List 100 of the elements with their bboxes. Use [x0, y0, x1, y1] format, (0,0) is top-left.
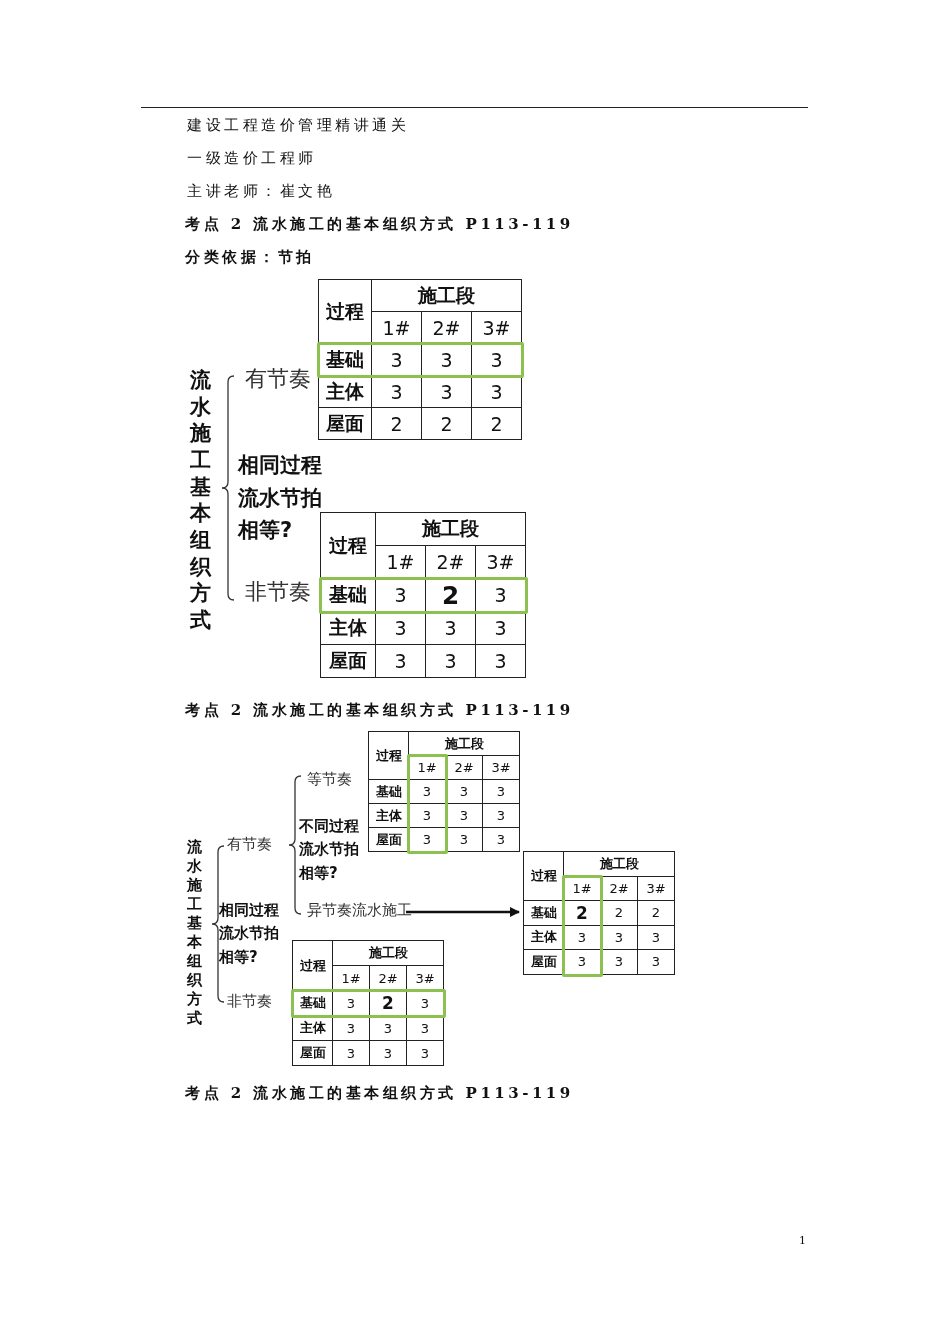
table-cell: 2 [601, 901, 638, 926]
branch-label: 非节奏 [245, 579, 311, 606]
text-line: 建设工程造价管理精讲通关 [187, 115, 409, 135]
header-cell: 主体 [524, 925, 564, 950]
text-line: 分类依据：节拍 [185, 247, 315, 267]
data-table [318, 279, 522, 440]
table-cell: 3 [370, 1041, 407, 1066]
table-cell: 3 [376, 579, 426, 612]
header-cell: 施工段 [372, 280, 522, 312]
vertical-title: 流水施工基本组织方式 [190, 367, 211, 634]
branch-label: 有节奏 [227, 835, 272, 853]
table-cell: 3 [376, 645, 426, 678]
table-cell: 2 [472, 408, 522, 440]
header-cell: 基础 [369, 780, 409, 804]
header-cell: 基础 [319, 344, 372, 376]
header-cell: 过程 [319, 280, 372, 344]
branch-label: 非节奏 [227, 992, 272, 1010]
question-label: 相同过程流水节拍相等? [219, 900, 280, 968]
table-cell: 2 [422, 408, 472, 440]
page-number: 1 [799, 1233, 806, 1249]
table-cell: 3 [372, 376, 422, 408]
header-cell: 主体 [319, 376, 372, 408]
table-cell: 3 [409, 804, 446, 828]
table-cell: 3# [638, 876, 675, 901]
table-cell: 3 [407, 1016, 444, 1041]
table-cell: 3 [446, 804, 483, 828]
header-cell: 屋面 [369, 828, 409, 852]
question-label: 不同过程流水节拍相等? [299, 816, 360, 884]
table-cell: 1# [376, 546, 426, 579]
branch-label: 有节奏 [245, 366, 311, 393]
header-cell: 主体 [293, 1016, 333, 1041]
table-cell: 3 [446, 828, 483, 852]
table-cell: 3 [407, 1041, 444, 1066]
table-cell: 1# [564, 876, 601, 901]
table-cell: 2# [426, 546, 476, 579]
table-cell: 3 [370, 1016, 407, 1041]
table-cell: 3 [601, 925, 638, 950]
data-table [320, 512, 526, 678]
table-cell: 3# [472, 312, 522, 344]
text-line: 考点 2 流水施工的基本组织方式 P113-119 [185, 1083, 574, 1103]
header-cell: 施工段 [564, 852, 675, 877]
table-cell: 3# [476, 546, 526, 579]
table-cell: 3 [372, 344, 422, 376]
header-cell: 屋面 [524, 950, 564, 975]
branch-label: 等节奏 [307, 770, 352, 788]
table-cell: 3 [333, 1041, 370, 1066]
table-cell: 3 [564, 950, 601, 975]
table-cell: 3 [376, 612, 426, 645]
table-cell: 2 [638, 901, 675, 926]
table-cell: 2# [370, 966, 407, 991]
table-cell: 3 [564, 925, 601, 950]
text-line: 一级造价工程师 [187, 148, 317, 168]
table-cell: 3 [409, 828, 446, 852]
table-cell: 3# [483, 756, 520, 780]
header-cell: 主体 [369, 804, 409, 828]
question-label: 相同过程流水节拍相等? [238, 452, 323, 545]
header-cell: 主体 [321, 612, 376, 645]
table-cell: 2# [446, 756, 483, 780]
header-cell: 过程 [321, 513, 376, 579]
table-cell: 3 [426, 645, 476, 678]
text-line: 考点 2 流水施工的基本组织方式 P113-119 [185, 214, 574, 234]
table-cell: 2 [370, 991, 407, 1016]
data-table [368, 731, 520, 852]
header-cell: 施工段 [376, 513, 526, 546]
text-line: 主讲老师：崔文艳 [187, 181, 335, 201]
table-cell: 3 [446, 780, 483, 804]
table-cell: 3 [426, 612, 476, 645]
table-cell: 3 [601, 950, 638, 975]
data-table [523, 851, 675, 975]
table-cell: 3 [333, 991, 370, 1016]
branch-label: 异节奏流水施工 [307, 901, 412, 919]
header-cell: 基础 [321, 579, 376, 612]
table-cell: 3 [476, 612, 526, 645]
table-cell: 3 [333, 1016, 370, 1041]
table-cell: 1# [333, 966, 370, 991]
header-cell: 基础 [524, 901, 564, 926]
table-cell: 3 [422, 376, 472, 408]
table-cell: 2 [372, 408, 422, 440]
header-cell: 屋面 [319, 408, 372, 440]
table-cell: 3 [483, 780, 520, 804]
header-cell: 基础 [293, 991, 333, 1016]
vertical-title: 流水施工基本组织方式 [187, 838, 202, 1029]
table-cell: 3 [476, 579, 526, 612]
arrow [406, 907, 520, 917]
header-cell: 过程 [369, 732, 409, 780]
table-cell: 3 [638, 950, 675, 975]
table-cell: 3 [409, 780, 446, 804]
header-cell: 屋面 [321, 645, 376, 678]
table-cell: 2 [426, 579, 476, 612]
header-cell: 过程 [293, 941, 333, 991]
table-cell: 3 [476, 645, 526, 678]
header-cell: 屋面 [293, 1041, 333, 1066]
table-cell: 3 [407, 991, 444, 1016]
table-cell: 3 [483, 804, 520, 828]
table-cell: 1# [409, 756, 446, 780]
table-cell: 3 [483, 828, 520, 852]
table-cell: 2 [564, 901, 601, 926]
data-table [292, 940, 444, 1066]
table-cell: 3 [638, 925, 675, 950]
table-cell: 2# [422, 312, 472, 344]
